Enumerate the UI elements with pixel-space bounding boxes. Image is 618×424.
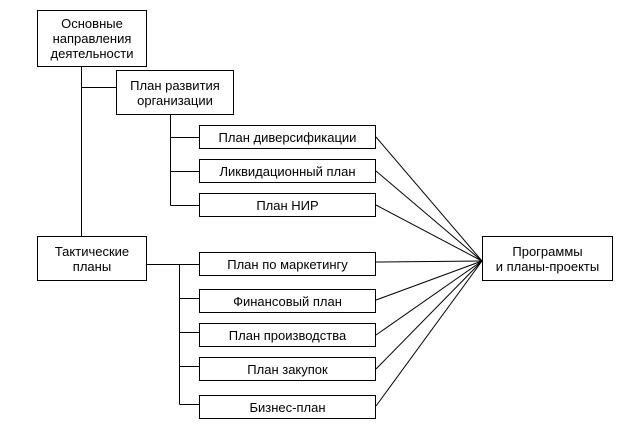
main-directions-box: Основные направления деятельности bbox=[37, 10, 147, 67]
financial-plan-box: Финансовый план bbox=[199, 289, 376, 313]
tactical-plans-box: Тактические планы bbox=[37, 236, 147, 281]
marketing-plan-box: План по маркетингу bbox=[199, 252, 376, 276]
tactical-plans-label: Тактические планы bbox=[54, 243, 130, 274]
liquidation-plan-label: Ликвидационный план bbox=[219, 163, 356, 179]
development-plan-label: План развития организации bbox=[130, 77, 220, 108]
production-plan-box: План производства bbox=[199, 323, 376, 347]
converge-business-line bbox=[375, 260, 483, 407]
diversification-plan-label: План диверсификации bbox=[218, 129, 357, 145]
purchasing-plan-label: План закупок bbox=[247, 361, 328, 377]
main-directions-label: Основные направления деятельности bbox=[50, 16, 134, 61]
liquidation-plan-box: Ликвидационный план bbox=[199, 159, 376, 183]
programs-and-projects-box: Программы и планы-проекты bbox=[482, 236, 613, 281]
production-plan-label: План производства bbox=[228, 327, 347, 343]
converge-marketing-line bbox=[375, 260, 483, 263]
converge-production-line bbox=[375, 260, 483, 336]
development-plan-box: План развития организации bbox=[116, 70, 234, 115]
rnd-plan-label: План НИР bbox=[256, 197, 319, 213]
business-plan-box: Бизнес-план bbox=[199, 395, 376, 419]
business-plan-label: Бизнес-план bbox=[249, 399, 326, 415]
converge-financial-line bbox=[375, 260, 483, 301]
converge-purchasing-line bbox=[375, 260, 483, 370]
converge-rnd-line bbox=[375, 204, 483, 262]
diversification-plan-box: План диверсификации bbox=[199, 125, 376, 149]
converge-diversification-line bbox=[375, 136, 483, 262]
converge-liquidation-line bbox=[375, 170, 483, 262]
financial-plan-label: Финансовый план bbox=[233, 293, 342, 309]
marketing-plan-label: План по маркетингу bbox=[227, 256, 348, 272]
purchasing-plan-box: План закупок bbox=[199, 357, 376, 381]
programs-and-projects-label: Программы и планы-проекты bbox=[495, 243, 600, 274]
rnd-plan-box: План НИР bbox=[199, 193, 376, 217]
